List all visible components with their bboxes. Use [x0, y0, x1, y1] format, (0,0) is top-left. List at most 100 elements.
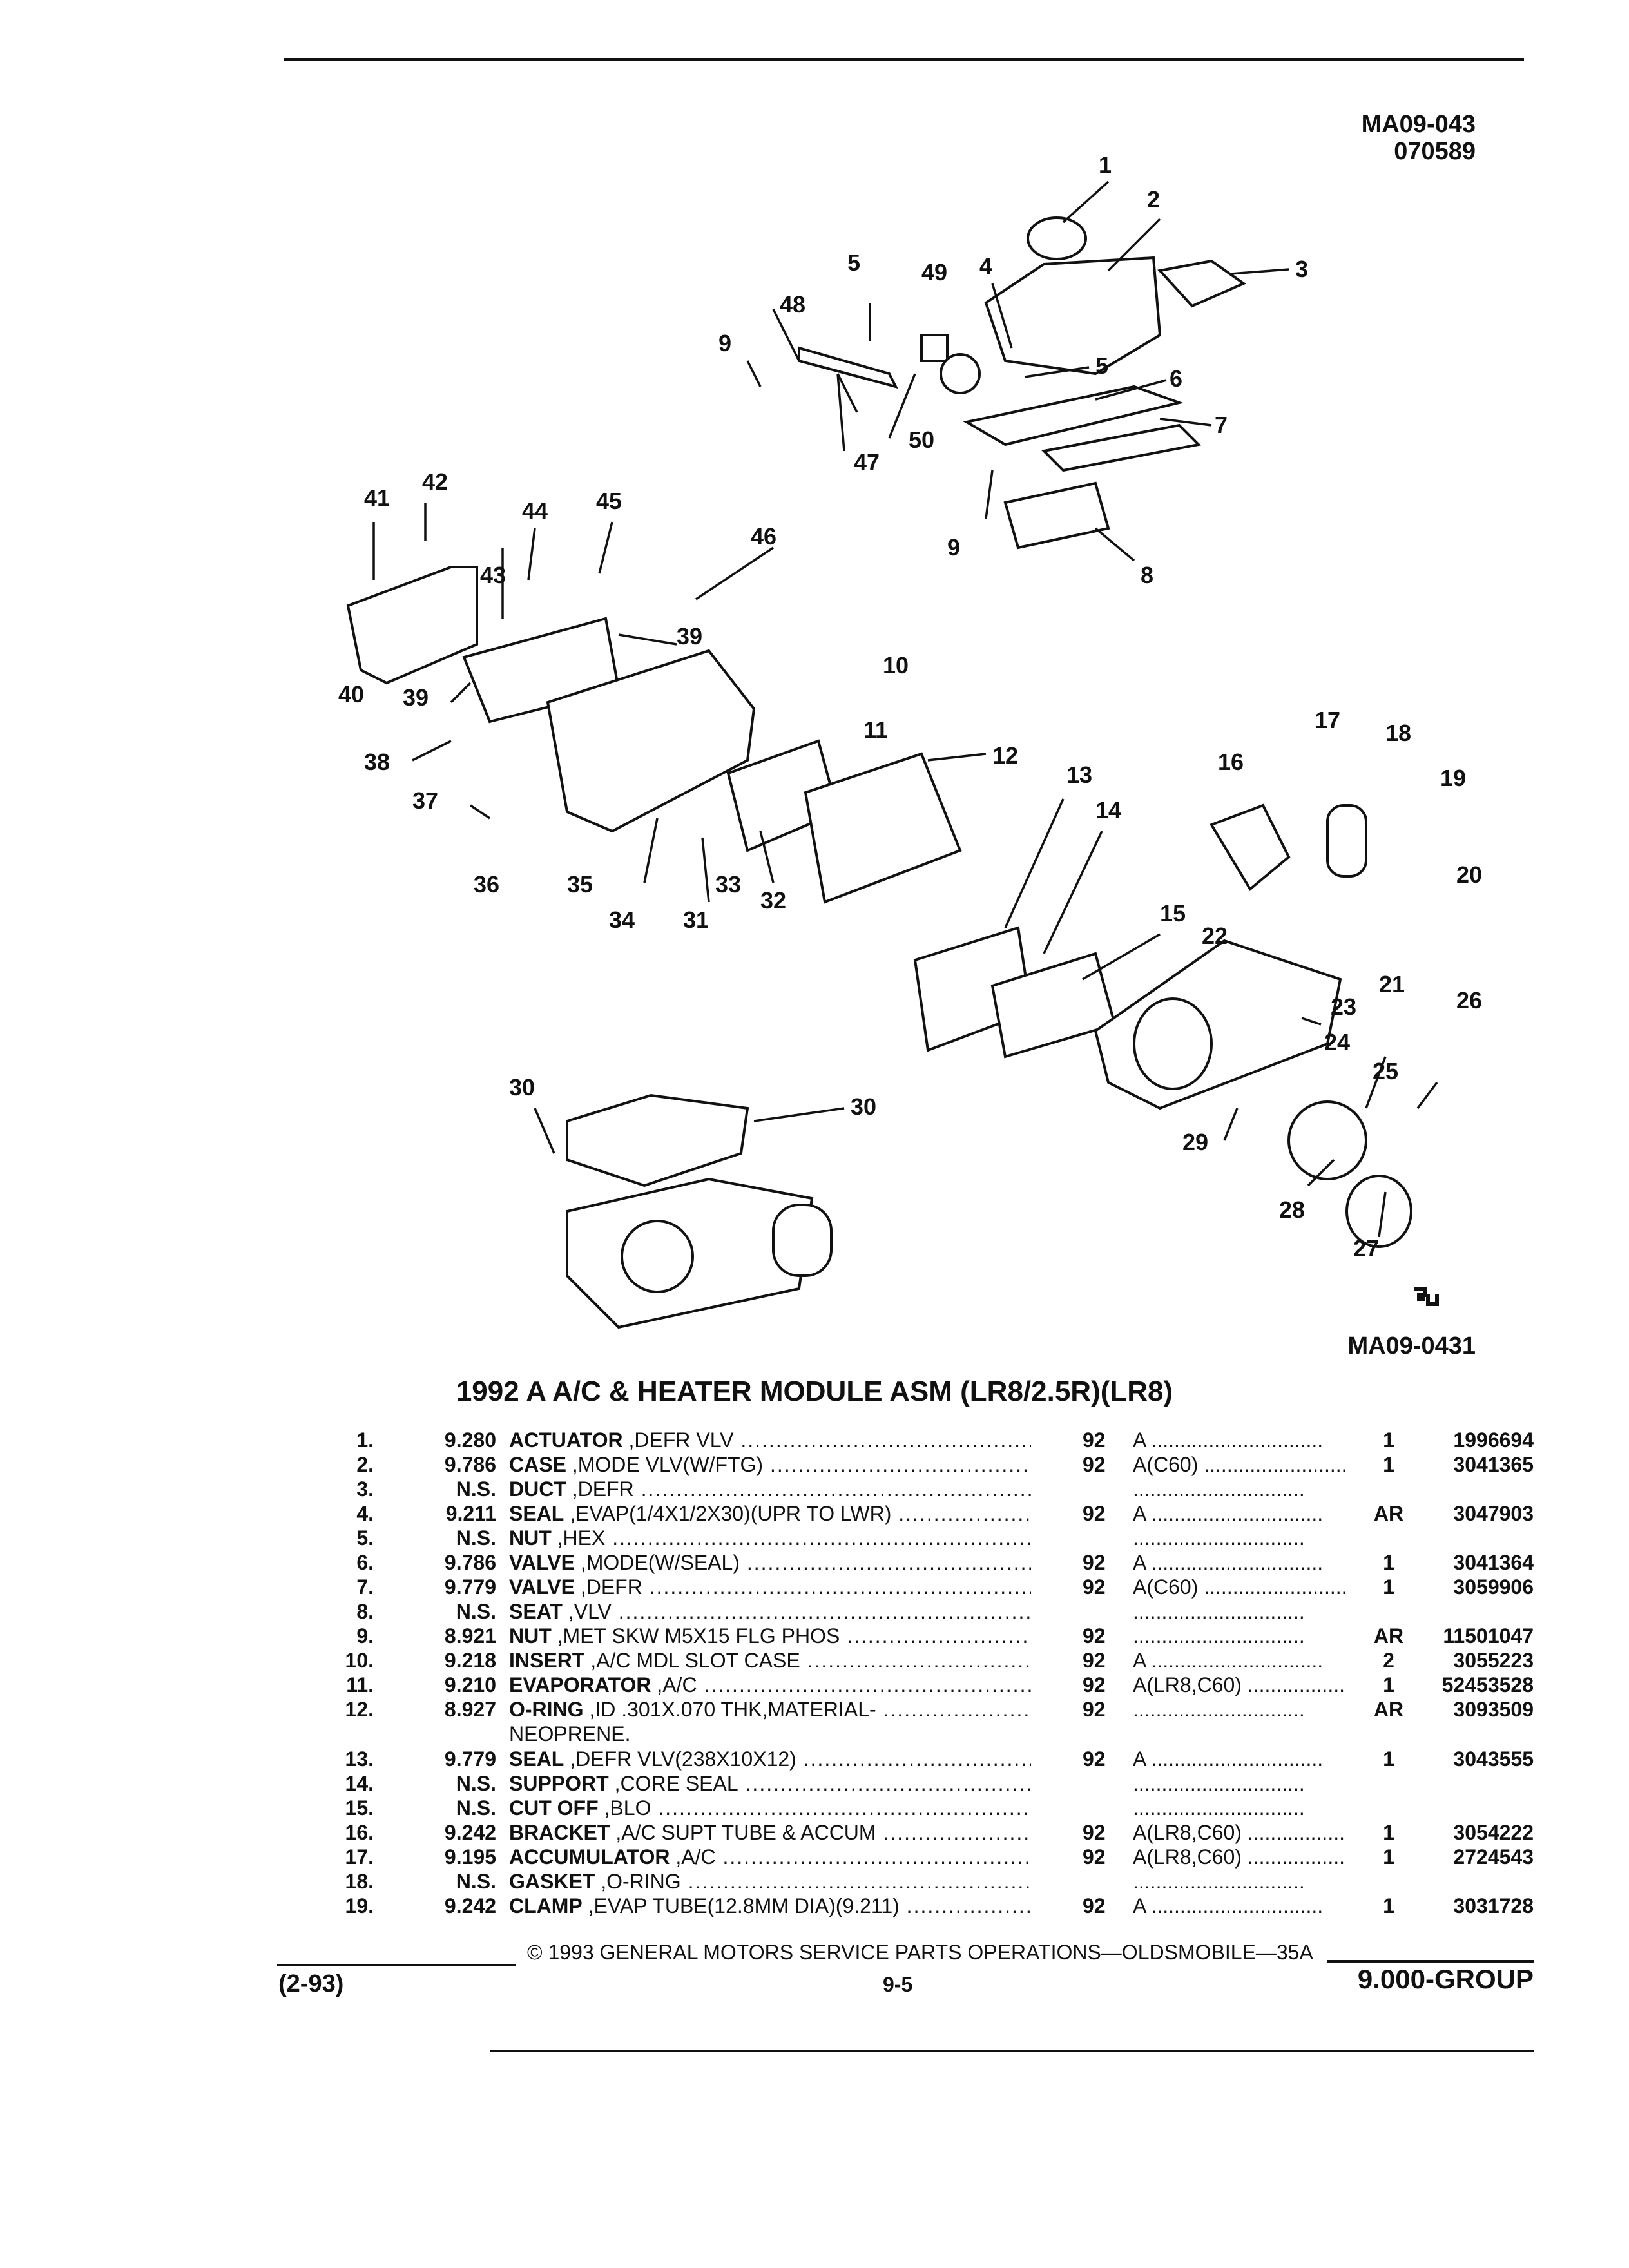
- row-series: ..............................: [1133, 1624, 1305, 1648]
- row-year: 92: [1083, 1428, 1106, 1452]
- callout: 1: [1099, 151, 1112, 178]
- row-group: 8.927: [444, 1698, 496, 1721]
- row-part-name: EVAPORATOR: [509, 1673, 651, 1696]
- row-description: SEAL ,DEFR VLV(238X10X12) ..............…: [509, 1747, 1031, 1771]
- row-quantity: 2: [1383, 1649, 1394, 1672]
- diagram-code: MA09-043: [1361, 111, 1476, 138]
- row-year: 92: [1083, 1673, 1106, 1696]
- row-index: 18.: [345, 1870, 374, 1893]
- row-index: 3.: [356, 1477, 374, 1501]
- row-quantity: AR: [1373, 1698, 1404, 1721]
- callout: 15: [1160, 900, 1186, 927]
- row-part-number: 11501047: [1443, 1624, 1534, 1648]
- diagram-code-top: MA09-043 070589: [1289, 111, 1476, 165]
- row-part-name: O-RING: [509, 1698, 584, 1721]
- callout: 45: [596, 488, 622, 514]
- row-group: 9.779: [444, 1575, 496, 1599]
- row-quantity: 1: [1383, 1673, 1394, 1696]
- row-part-number: 3041364: [1453, 1551, 1534, 1574]
- callout: 23: [1331, 994, 1356, 1020]
- table-row: 14.N.S.SUPPORT ,CORE SEAL ..............…: [0, 1771, 1629, 1796]
- row-part-name: CASE: [509, 1453, 566, 1476]
- row-part-detail: ,DEFR VLV: [628, 1428, 734, 1452]
- callout: 29: [1182, 1129, 1208, 1155]
- callout: 32: [760, 887, 786, 914]
- table-row: 5.N.S.NUT ,HEX .........................…: [0, 1525, 1629, 1551]
- row-year: 92: [1083, 1821, 1106, 1844]
- top-rule: [284, 58, 1524, 61]
- callout: 42: [422, 468, 448, 495]
- row-index: 13.: [345, 1747, 374, 1771]
- row-part-name: ACTUATOR: [509, 1428, 623, 1452]
- row-part-number: 3055223: [1453, 1649, 1534, 1672]
- callout: 39: [677, 623, 702, 649]
- row-group: 9.786: [444, 1551, 496, 1574]
- row-part-number: 3031728: [1453, 1894, 1534, 1917]
- row-quantity: 1: [1383, 1894, 1394, 1917]
- row-group: N.S.: [456, 1477, 496, 1501]
- footer-rule-right: [1327, 1960, 1534, 1963]
- row-description: SUPPORT ,CORE SEAL .....................…: [509, 1772, 1031, 1795]
- diagram-code-bottom: MA09-0431: [1347, 1332, 1476, 1360]
- callout: 9: [718, 330, 731, 356]
- row-index: 10.: [345, 1649, 374, 1672]
- table-row: 18. N.S. GASKET ,O-RING ..................…: [0, 1869, 1629, 1894]
- callout: 22: [1202, 923, 1228, 949]
- row-year: 92: [1083, 1624, 1106, 1648]
- callout: 20: [1456, 861, 1482, 888]
- row-description: CLAMP ,EVAP TUBE(12.8MM DIA)(9.211) ....…: [509, 1894, 1031, 1917]
- row-series: ..............................: [1133, 1870, 1305, 1893]
- row-description: SEAT ,VLV ..............................…: [509, 1600, 1031, 1623]
- row-index: 7.: [356, 1575, 374, 1599]
- footer-copyright: © 1993 GENERAL MOTORS SERVICE PARTS OPER…: [527, 1941, 1313, 1964]
- row-group: N.S.: [456, 1600, 496, 1623]
- row-year: 92: [1083, 1453, 1106, 1476]
- row-description: INSERT ,A/C MDL SLOT CASE ..............…: [509, 1649, 1031, 1672]
- row-series: A(LR8,C60) .............................…: [1133, 1845, 1345, 1869]
- diagram-parts: [346, 216, 1412, 1329]
- row-part-name: SEAT: [509, 1600, 563, 1623]
- row-description: ACTUATOR ,DEFR VLV .....................…: [509, 1428, 1031, 1452]
- row-group: N.S.: [456, 1870, 496, 1893]
- exploded-parts-diagram: 1 2 3 4 5 5 6 7 8 9 9 10 11 12 13 14 15 …: [338, 151, 1482, 1329]
- callout: 5: [847, 249, 860, 276]
- row-part-name: NUT: [509, 1624, 552, 1648]
- row-part-detail: ,A/C SUPT TUBE & ACCUM: [615, 1821, 876, 1844]
- row-part-name: SEAL: [509, 1502, 564, 1525]
- row-group: N.S.: [456, 1526, 496, 1550]
- callout: 12: [992, 742, 1018, 769]
- gm-service-logo-icon: [1414, 1287, 1439, 1306]
- row-index: 19.: [345, 1894, 374, 1917]
- row-group: N.S.: [456, 1772, 496, 1795]
- table-row: 15.N.S.CUT OFF ,BLO ....................…: [0, 1795, 1629, 1821]
- callout: 19: [1440, 765, 1466, 791]
- row-part-detail: ,MET SKW M5X15 FLG PHOS: [557, 1624, 840, 1648]
- row-description: GASKET ,O-RING .........................…: [509, 1870, 1031, 1893]
- row-group: 9.786: [444, 1453, 496, 1476]
- row-part-name: ACCUMULATOR: [509, 1845, 670, 1869]
- callout: 25: [1373, 1058, 1398, 1084]
- row-group: 8.921: [444, 1624, 496, 1648]
- footer-group: 9.000-GROUP: [1357, 1964, 1534, 1994]
- row-part-detail: ,BLO: [604, 1796, 651, 1820]
- row-index: 8.: [356, 1600, 374, 1623]
- row-index: 6.: [356, 1551, 374, 1574]
- row-series: A ..............................: [1133, 1649, 1324, 1672]
- row-part-number: 1996694: [1453, 1428, 1534, 1452]
- row-description: DUCT ,DEFR .............................…: [509, 1477, 1031, 1501]
- callout: 38: [364, 749, 390, 775]
- row-year: 92: [1083, 1747, 1106, 1771]
- row-part-detail: ,DEFR: [572, 1477, 634, 1501]
- row-series: ..............................: [1133, 1600, 1305, 1623]
- row-part-detail: ,A/C: [675, 1845, 716, 1869]
- row-part-detail: ,DEFR VLV(238X10X12): [570, 1747, 796, 1771]
- row-part-name: DUCT: [509, 1477, 566, 1501]
- row-series: A(LR8,C60) .............................…: [1133, 1821, 1345, 1844]
- row-group: 9.195: [444, 1845, 496, 1869]
- callout: 11: [863, 716, 888, 743]
